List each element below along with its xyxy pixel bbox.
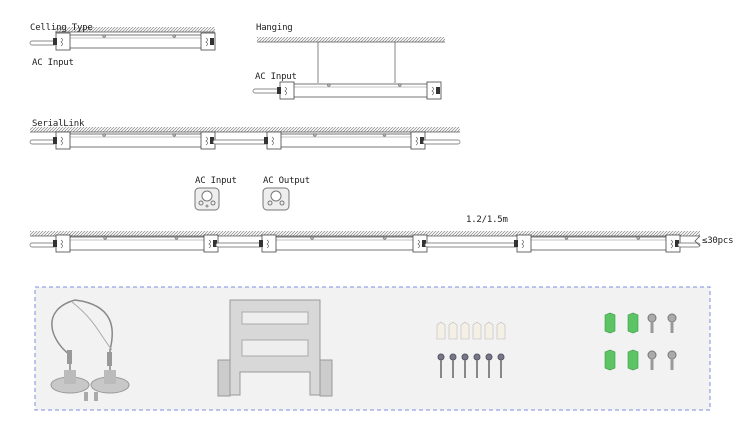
led-fixture	[53, 131, 216, 150]
cable	[29, 40, 57, 46]
serial-link-label: SerialLink	[32, 119, 85, 129]
mounting-bracket-icon	[217, 299, 333, 397]
wall-plugs-and-screws-icon	[436, 321, 506, 378]
hanging-label: Hanging	[256, 23, 293, 33]
ceiling-hatch	[257, 37, 445, 43]
link-length-label: 1.2/1.5m	[466, 215, 508, 225]
cable	[215, 242, 263, 248]
led-fixture	[514, 234, 681, 253]
led-fixture	[53, 234, 219, 253]
accessories-panel	[34, 286, 711, 411]
led-fixture	[53, 32, 216, 51]
connector-ac-output-label: AC Output	[263, 176, 310, 186]
led-fixture	[277, 81, 442, 100]
connector-ac-input-label: AC Input	[195, 176, 237, 186]
cable	[29, 242, 57, 248]
led-fixture	[259, 234, 428, 253]
steel-wire-hanging-kit-icon	[50, 299, 130, 401]
cable	[422, 139, 461, 145]
cable	[424, 242, 519, 248]
cable	[212, 139, 269, 145]
hanging-ac-input-label: AC Input	[255, 72, 297, 82]
cable	[29, 139, 57, 145]
ac-input-connector-icon	[194, 187, 220, 211]
ac-output-connector-icon	[262, 187, 290, 211]
cable	[677, 242, 701, 248]
ceiling-type-label: Celling Type	[30, 23, 93, 33]
ceiling-hatch	[30, 231, 700, 237]
cable	[252, 88, 281, 94]
waterproof-caps-and-screws-icon	[604, 312, 677, 371]
led-fixture	[264, 131, 426, 150]
ceiling-hatch	[55, 27, 215, 33]
max-count-label: ≤30pcs	[702, 236, 734, 246]
ceiling-ac-input-label: AC Input	[32, 58, 74, 68]
ceiling-hatch	[30, 127, 460, 133]
